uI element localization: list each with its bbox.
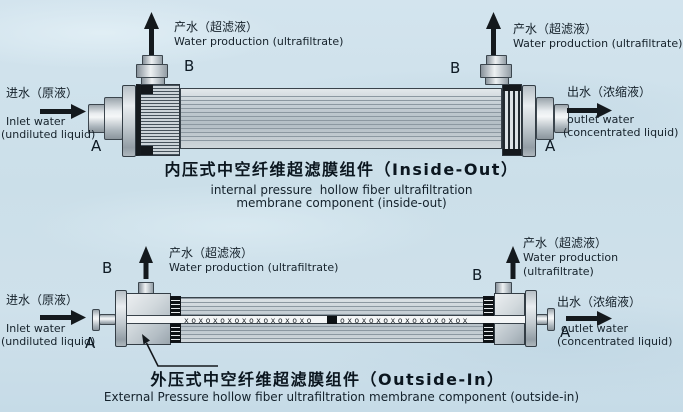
bottom-inlet-pipe [99, 314, 116, 325]
top-outlet-stub-outer [554, 104, 569, 133]
bottom-right-flange [525, 290, 537, 347]
top-outlet-en1: outlet water [567, 113, 634, 126]
port-label-a-left: A [91, 137, 102, 155]
top-caption-en1: internal pressure hollow fiber ultrafilt… [210, 183, 473, 197]
bottom-caption-en: External Pressure hollow fiber ultrafilt… [103, 390, 580, 404]
top-product-right-zh: 产水（超滤液） [513, 22, 598, 36]
top-membrane-shell [180, 88, 502, 149]
port-label-a-right-bottom: A [560, 323, 571, 341]
top-outlet-zh: 出水（浓缩液） [567, 85, 652, 99]
top-right-fiber-cap [502, 84, 522, 156]
bottom-left-flange [115, 290, 127, 347]
up-arrow-icon [144, 12, 159, 55]
top-left-flange [122, 85, 136, 157]
bottom-product-right-en2: (ultrafiltrate) [523, 265, 594, 278]
port-label-b-left-bottom: B [102, 259, 113, 277]
top-product-left-zh: 产水（超滤液） [174, 20, 259, 34]
top-left-nozzle-base [141, 77, 165, 85]
top-right-nozzle-base [485, 77, 509, 85]
port-label-b-left: B [184, 57, 195, 75]
bottom-left-potting-upper [170, 296, 181, 316]
perforated-tube-pattern-left: xoxoxoxoxoxoxoxoxo [184, 315, 314, 325]
top-right-flange [522, 85, 536, 157]
bottom-product-left-en: Water production (ultrafiltrate) [169, 261, 339, 274]
bottom-product-left-zh: 产水（超滤液） [169, 246, 254, 260]
bottom-inlet-zh: 进水（原液） [6, 293, 79, 307]
top-caption-zh: 内压式中空纤维超滤膜组件（Inside-Out） [164, 160, 519, 179]
top-caption-en2: membrane component (inside-out) [236, 196, 447, 210]
bottom-outlet-disc [547, 308, 555, 331]
up-arrow-icon [139, 246, 153, 279]
top-inlet-en2: (undiluted liquid) [1, 128, 96, 141]
port-label-b-right: B [450, 59, 461, 77]
bottom-left-potting-lower [170, 323, 181, 343]
bottom-outlet-pipe [536, 314, 548, 325]
top-product-right-en: Water production (ultrafiltrate) [513, 37, 683, 50]
bottom-outlet-en2: (concentrated liquid) [557, 335, 673, 348]
bottom-caption-zh: 外压式中空纤维超滤膜组件（Outside-In） [150, 370, 505, 389]
perforated-tube-pattern-right: oxoxoxoxoxoxoxoxox [340, 315, 470, 325]
top-outlet-stub-inner [536, 97, 554, 140]
top-right-nozzle-ring [480, 64, 512, 78]
port-label-a-right: A [545, 137, 556, 155]
hollow-fiber-stripes [181, 96, 501, 141]
top-left-nozzle-ring [136, 64, 168, 78]
port-label-b-right-bottom: B [472, 266, 483, 284]
port-label-a-left-bottom: A [85, 334, 96, 352]
up-arrow-icon [506, 246, 520, 279]
top-inlet-zh: 进水（原液） [6, 86, 79, 100]
top-left-fiber-cap [136, 84, 180, 156]
bottom-right-potting-upper [483, 296, 494, 316]
bottom-outlet-zh: 出水（浓缩液） [557, 295, 642, 309]
bottom-product-right-en1: Water production [523, 251, 619, 264]
top-inlet-en1: Inlet water [6, 115, 66, 128]
bottom-inlet-en2: (undiluted liquid) [1, 335, 96, 348]
top-outlet-en2: (concentrated liquid) [563, 126, 679, 139]
bottom-inlet-en1: Inlet water [6, 322, 66, 335]
central-tube-plug [327, 315, 337, 324]
bottom-right-potting-lower [483, 323, 494, 343]
bottom-outlet-en1: outlet water [561, 322, 628, 335]
up-arrow-icon [486, 12, 501, 55]
bottom-product-right-zh: 产水（超滤液） [523, 236, 608, 250]
top-product-left-en: Water production (ultrafiltrate) [174, 35, 344, 48]
top-inlet-stub-inner [104, 97, 123, 140]
